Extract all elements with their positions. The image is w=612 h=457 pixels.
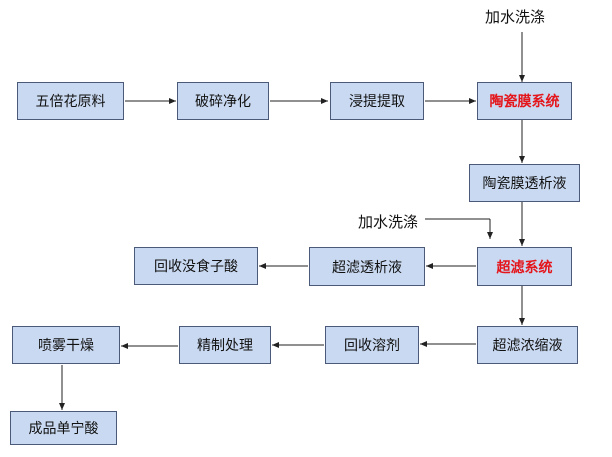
node-wubeizi-raw: 五倍花原料: [17, 82, 124, 120]
node-ceramic-permeate: 陶瓷膜透析液: [469, 164, 580, 202]
node-recover-gallic: 回收没食子酸: [134, 247, 258, 285]
node-ceramic-membrane: 陶瓷膜系统: [477, 82, 572, 120]
node-spray-dry: 喷雾干燥: [12, 326, 120, 364]
node-product: 成品单宁酸: [10, 411, 117, 445]
node-uf-concentrate: 超滤浓缩液: [477, 326, 578, 364]
node-uf-permeate: 超滤透析液: [309, 247, 425, 286]
node-leach-extract: 浸提提取: [330, 82, 424, 120]
node-crush-purify: 破碎净化: [177, 82, 269, 120]
wash-water-label-top: 加水洗涤: [485, 8, 546, 26]
wash-water-label-mid: 加水洗涤: [358, 213, 419, 231]
node-recover-solvent: 回收溶剂: [325, 326, 419, 364]
node-refine: 精制处理: [179, 326, 271, 364]
node-ultrafiltration: 超滤系统: [477, 247, 572, 286]
